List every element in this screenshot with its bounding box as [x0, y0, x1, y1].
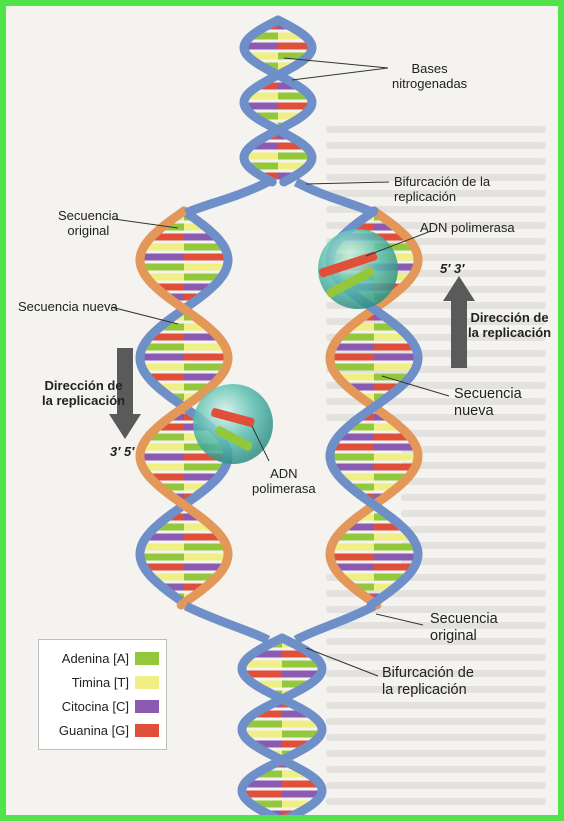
legend-label: Citocina [C] [62, 699, 129, 714]
base-pair-half [141, 264, 184, 271]
base-pair-half [140, 554, 184, 561]
base-pair-half [140, 354, 184, 361]
base-pair-half [141, 544, 184, 551]
polymerase-right [318, 229, 398, 309]
base-pair-half [184, 354, 228, 361]
base-pair-half [331, 544, 374, 551]
fork-top-right [296, 182, 374, 213]
base-pair-half [184, 544, 227, 551]
base-pair-half [140, 254, 184, 261]
legend-swatch [135, 700, 159, 713]
label-seq-original-right: Secuenciaoriginal [430, 611, 498, 645]
legend-swatch [135, 724, 159, 737]
fork-bottom-right [296, 606, 374, 640]
base-pair-half [332, 444, 374, 451]
base-pair-half [184, 364, 226, 371]
label-seq-new-right: Secuencianueva [454, 386, 522, 420]
base-pair-half [184, 264, 227, 271]
label-orientation-right: 5′ 3′ [440, 261, 464, 276]
base-pair-half [142, 444, 184, 451]
base-pair-half [330, 454, 374, 461]
polymerase-left [193, 384, 273, 464]
label-direction-left: Dirección dela replicación [42, 378, 125, 408]
label-seq-original-left: Secuenciaoriginal [58, 208, 119, 238]
legend-item-guanina: Guanina [G] [46, 718, 159, 742]
base-color-legend: Adenina [A] Timina [T] Citocina [C] Guan… [38, 639, 167, 750]
label-polymerase-left: ADNpolimerasa [252, 466, 316, 496]
legend-item-citocina: Citocina [C] [46, 694, 159, 718]
base-pair-half [374, 364, 416, 371]
legend-swatch [135, 676, 159, 689]
base-pair-half [140, 454, 184, 461]
base-pair-half [374, 354, 418, 361]
base-pair-half [332, 364, 374, 371]
label-bases-nitrogenadas: Basesnitrogenadas [392, 61, 467, 91]
base-pair-half [184, 254, 228, 261]
label-fork-bottom: Bifurcación dela replicación [382, 665, 474, 699]
label-polymerase-right: ADN polimerasa [420, 220, 515, 235]
label-orientation-left: 3′ 5′ [110, 444, 134, 459]
legend-swatch [135, 652, 159, 665]
legend-label: Timina [T] [72, 675, 129, 690]
base-pair-half [330, 354, 374, 361]
fork-bottom-left [186, 606, 268, 640]
base-pair-half [374, 544, 417, 551]
base-pair-half [330, 554, 374, 561]
base-pair-half [184, 554, 228, 561]
base-pair-half [142, 364, 184, 371]
legend-item-adenina: Adenina [A] [46, 646, 159, 670]
label-direction-right: Dirección dela replicación [468, 310, 551, 340]
base-pair-half [374, 444, 416, 451]
label-fork-top: Bifurcación de lareplicación [394, 174, 490, 204]
fork-top-left [186, 182, 268, 213]
label-seq-new-left: Secuencia nueva [18, 299, 118, 314]
legend-item-timina: Timina [T] [46, 670, 159, 694]
base-pair-half [374, 554, 418, 561]
base-pair-half [374, 454, 418, 461]
legend-label: Guanina [G] [59, 723, 129, 738]
legend-label: Adenina [A] [62, 651, 129, 666]
